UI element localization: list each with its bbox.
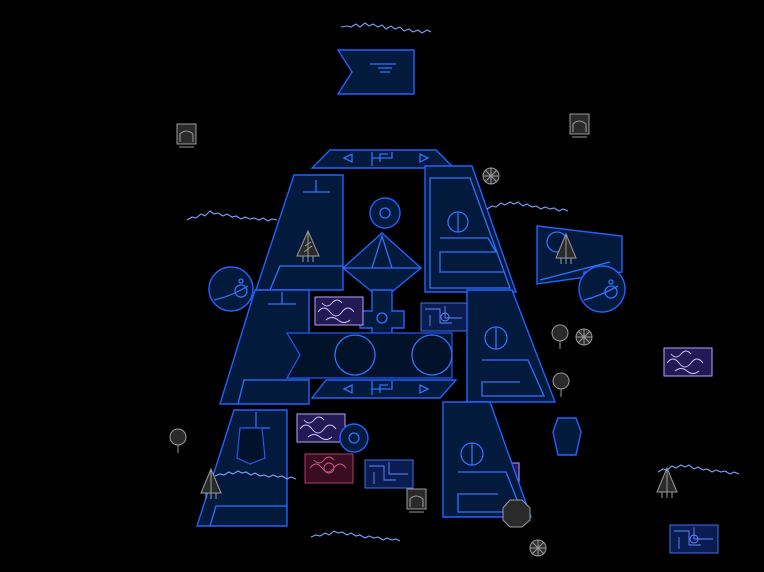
tile-right-upper[interactable] bbox=[424, 165, 517, 293]
rug-icon[interactable] bbox=[314, 296, 364, 326]
rug-icon[interactable] bbox=[669, 524, 719, 554]
wire-right-upper bbox=[486, 201, 569, 212]
tile-right-bottom[interactable] bbox=[442, 401, 532, 518]
gear-icon[interactable] bbox=[529, 539, 547, 557]
tile-center-round[interactable] bbox=[369, 197, 401, 229]
tile-round-left[interactable] bbox=[208, 266, 254, 312]
tree-icon[interactable] bbox=[200, 467, 222, 499]
tile-lower-connector[interactable] bbox=[310, 379, 458, 399]
wire-right-lower bbox=[657, 464, 740, 475]
wire-bottom bbox=[310, 530, 401, 542]
tile-round-right[interactable] bbox=[578, 265, 626, 313]
tile-center-arch[interactable] bbox=[285, 332, 453, 379]
gear-icon[interactable] bbox=[482, 167, 500, 185]
wire-left-lower bbox=[214, 470, 297, 480]
tile-octagon-bottom[interactable] bbox=[502, 499, 531, 528]
tile-right-mid[interactable] bbox=[466, 289, 557, 403]
tree-icon[interactable] bbox=[656, 466, 678, 498]
chair-icon[interactable] bbox=[176, 123, 197, 148]
tile-left-mid[interactable] bbox=[219, 289, 310, 405]
lamp-icon[interactable] bbox=[552, 372, 570, 397]
tile-left-upper[interactable] bbox=[255, 174, 344, 291]
rug-icon[interactable] bbox=[420, 302, 468, 332]
lamp-icon[interactable] bbox=[551, 324, 569, 349]
tile-top-banner[interactable] bbox=[336, 49, 415, 95]
tile-left-bottom[interactable] bbox=[196, 409, 288, 527]
tree-icon[interactable] bbox=[555, 232, 577, 264]
rug-icon[interactable] bbox=[364, 459, 414, 489]
tile-hexagon-right[interactable] bbox=[552, 417, 582, 456]
gear-icon[interactable] bbox=[575, 328, 593, 346]
chair-icon[interactable] bbox=[569, 113, 590, 138]
wire-left bbox=[186, 210, 278, 222]
rug-icon[interactable] bbox=[304, 453, 354, 484]
tree-icon[interactable] bbox=[296, 229, 320, 262]
tile-round-bottom-left[interactable] bbox=[339, 423, 369, 453]
rug-icon[interactable] bbox=[663, 347, 713, 377]
chair-icon[interactable] bbox=[406, 488, 427, 513]
rug-icon[interactable] bbox=[296, 413, 346, 443]
lamp-icon[interactable] bbox=[169, 428, 187, 453]
wire-top bbox=[340, 22, 432, 34]
